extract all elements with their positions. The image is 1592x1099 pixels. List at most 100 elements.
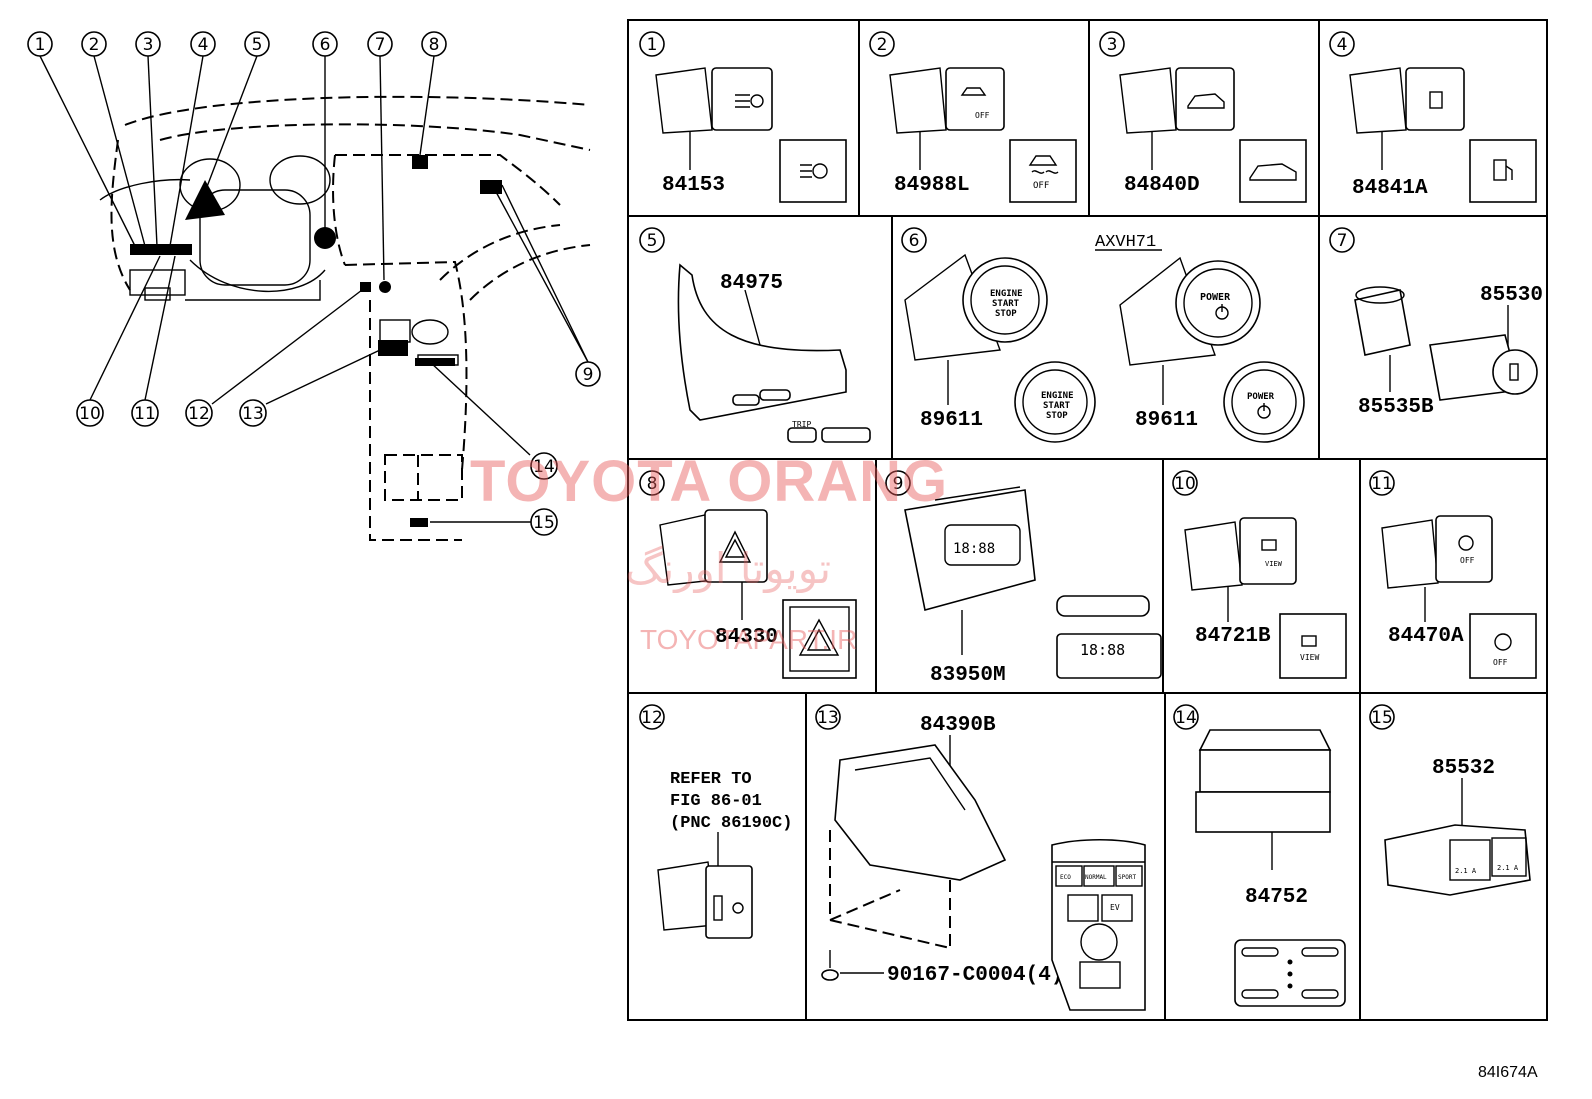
cell-index-13: 13 [815,704,841,730]
headlamp-leveling-icon [779,139,847,203]
climate-display-text: 18:88 [953,541,995,557]
svg-text:10: 10 [79,404,101,424]
traction-off-icon [1009,139,1077,203]
usb-output-label-1: 2.1 A [1455,867,1477,875]
cell-index-10: 10 [1172,470,1198,496]
cell-8: 8 84330 [639,470,857,679]
start-label: START [992,299,1020,309]
part-number-89611-engine: 89611 [920,409,983,432]
camera-view-switch-drawing [1184,517,1297,591]
callout-11: 11 [131,399,159,427]
svg-text:1: 1 [647,35,658,55]
part-number-89611-power: 89611 [1135,409,1198,432]
panel-button-icons [787,427,871,443]
ev-label: EV [1110,903,1120,912]
cell-index-5: 5 [639,227,665,253]
trunk-icon [1239,139,1307,203]
svg-text:8: 8 [429,35,440,55]
cell-3: 3 84840D [1099,31,1307,203]
svg-text:4: 4 [1337,35,1348,55]
svg-text:13: 13 [817,708,839,728]
callout-6: 6 [312,31,338,57]
part-number-84988L: 84988L [894,174,970,197]
hazard-icon [782,599,857,679]
power-button-drawing [1119,256,1261,366]
cell-index-12: 12 [639,704,665,730]
part-number-84841A: 84841A [1352,177,1428,200]
callout-9: 9 [575,361,601,387]
auto-stop-off-label: OFF [1460,556,1475,565]
callout-14: 14 [530,452,558,480]
dashboard-overview: 1 2 3 4 5 6 7 8 9 10 11 12 13 14 15 [27,31,601,541]
screw-drawing [821,950,839,981]
auto-stop-off-switch-drawing [1381,515,1493,589]
callout-10: 10 [76,399,104,427]
engine-start-icon [1014,361,1096,443]
traction-off-icon-label: OFF [1033,181,1049,191]
grid-lines [627,19,1548,1021]
trunk-opener-switch-drawing [1119,67,1235,134]
power-label: POWER [1200,292,1231,303]
cell-index-8: 8 [639,470,665,496]
hazard-switch-drawing [659,509,768,586]
part-number-84840D: 84840D [1124,174,1200,197]
part-number-85532: 85532 [1432,757,1495,780]
svg-text:9: 9 [893,474,904,494]
stop-label: STOP [995,309,1017,319]
svg-text:2: 2 [877,35,888,55]
svg-text:5: 5 [252,35,263,55]
climate-control-panel-drawing [904,486,1036,611]
svg-text:11: 11 [134,404,156,424]
part-number-85535B: 85535B [1358,396,1434,419]
callout-3: 3 [135,31,161,57]
callout-8: 8 [421,31,447,57]
cell-10: 10 VIEW 84721B VIEW [1172,470,1347,679]
svg-text:3: 3 [143,35,154,55]
cell-4: 4 84841A [1329,31,1537,203]
part-number-84390B: 84390B [920,714,996,737]
svg-text:2: 2 [89,35,100,55]
svg-text:8: 8 [647,474,658,494]
eco-label: ECO [1060,874,1071,881]
callout-2: 2 [81,31,107,57]
camera-view-icon [1279,613,1347,679]
diagram-code: 84I674A [1478,1064,1538,1081]
svg-text:6: 6 [320,35,331,55]
engine-icon-label: ENGINE [1041,391,1074,401]
svg-text:10: 10 [1174,474,1196,494]
traction-off-label: OFF [975,111,990,120]
svg-text:3: 3 [1107,35,1118,55]
headlamp-switch-drawing [655,67,773,134]
auto-stop-off-icon-label: OFF [1493,658,1508,667]
traction-off-switch-drawing [889,67,1005,134]
cell-7: 7 85530 85535B [1329,227,1543,419]
svg-text:15: 15 [1371,708,1393,728]
climate-button-icons [1056,595,1162,679]
power-icon [1223,361,1305,443]
normal-label: NORMAL [1085,874,1107,881]
svg-text:15: 15 [533,513,555,533]
cell-index-15: 15 [1369,704,1395,730]
model-code: AXVH71 [1095,233,1156,252]
cell-15: 15 85532 2.1 A 2.1 A [1369,704,1531,896]
power-outlet-drawing [1354,286,1538,401]
svg-text:6: 6 [909,231,920,251]
callout-4: 4 [190,31,216,57]
cell-6: 6 AXVH71 ENGINE START STOP 89611 ENGINE … [901,227,1305,443]
engine-start-button-drawing [904,253,1048,361]
cell-index-11: 11 [1369,470,1395,496]
part-number-84975: 84975 [720,272,783,295]
usb-port-drawing [657,861,753,939]
svg-text:14: 14 [1175,708,1197,728]
svg-text:12: 12 [641,708,663,728]
callout-13: 13 [239,399,267,427]
svg-text:4: 4 [198,35,209,55]
cell-13: 13 84390B 90167-C0004(4) ECO NOR [815,704,1146,1011]
svg-text:9: 9 [583,365,594,385]
callout-leaders [39,55,589,523]
cell-9: 9 18:88 83950M 18:88 [885,470,1162,687]
callout-7: 7 [367,31,393,57]
view-icon-label: VIEW [1300,653,1319,662]
cell-14: 14 84752 [1173,704,1346,1007]
